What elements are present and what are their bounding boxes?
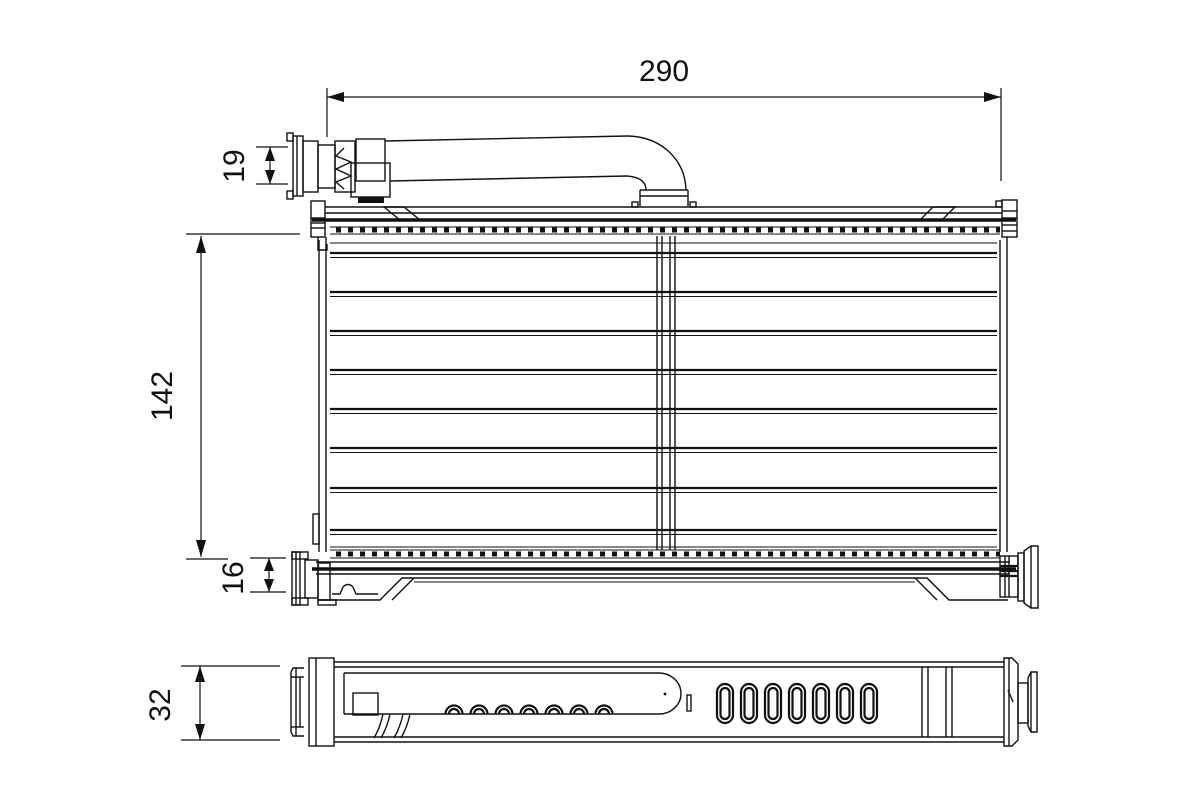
dim-label-overall-width: 290 [639,55,689,88]
hook-curves [373,713,411,739]
header-brace-right [918,206,957,221]
dim-label-core-height: 142 [146,371,179,421]
bottom-view-left-cap [308,657,335,747]
bottom-view-body [334,661,1004,743]
inlet-fitting [286,132,391,203]
dim-core-height: 142 [146,233,300,560]
bottom-right-fitting [999,545,1039,609]
bottom-view-pocket [343,672,682,715]
square-boss [352,692,379,716]
oval-slots [715,682,879,725]
dim-depth: 32 [144,665,280,741]
dim-bottom-tank-height: 16 [217,557,286,595]
top-tank [310,199,1018,251]
rib-lines [921,667,953,737]
drain-clip [332,583,378,595]
spring-symbol [334,147,353,190]
bottom-view [290,657,1038,747]
header-brace-left [382,206,422,221]
tube-end-scallops [444,704,614,715]
core [312,236,1008,559]
bottom-view-left-fitting [290,667,304,737]
bottom-view-right-fitting [1003,657,1038,747]
dim-inlet-height: 19 [218,146,288,185]
bottom-tank [291,545,1039,609]
center-mark [663,692,667,696]
dim-label-bottom-tank-height: 16 [217,561,250,594]
core-center-divider [656,236,676,550]
front-view [286,132,1039,609]
inlet-pipe [384,135,697,208]
index-tick [686,694,692,712]
dim-label-depth: 32 [144,688,177,721]
bottom-left-fitting [291,551,337,606]
core-tubes [330,251,997,535]
dim-overall-width: 290 [326,55,1002,181]
dim-label-inlet-height: 19 [218,149,251,182]
